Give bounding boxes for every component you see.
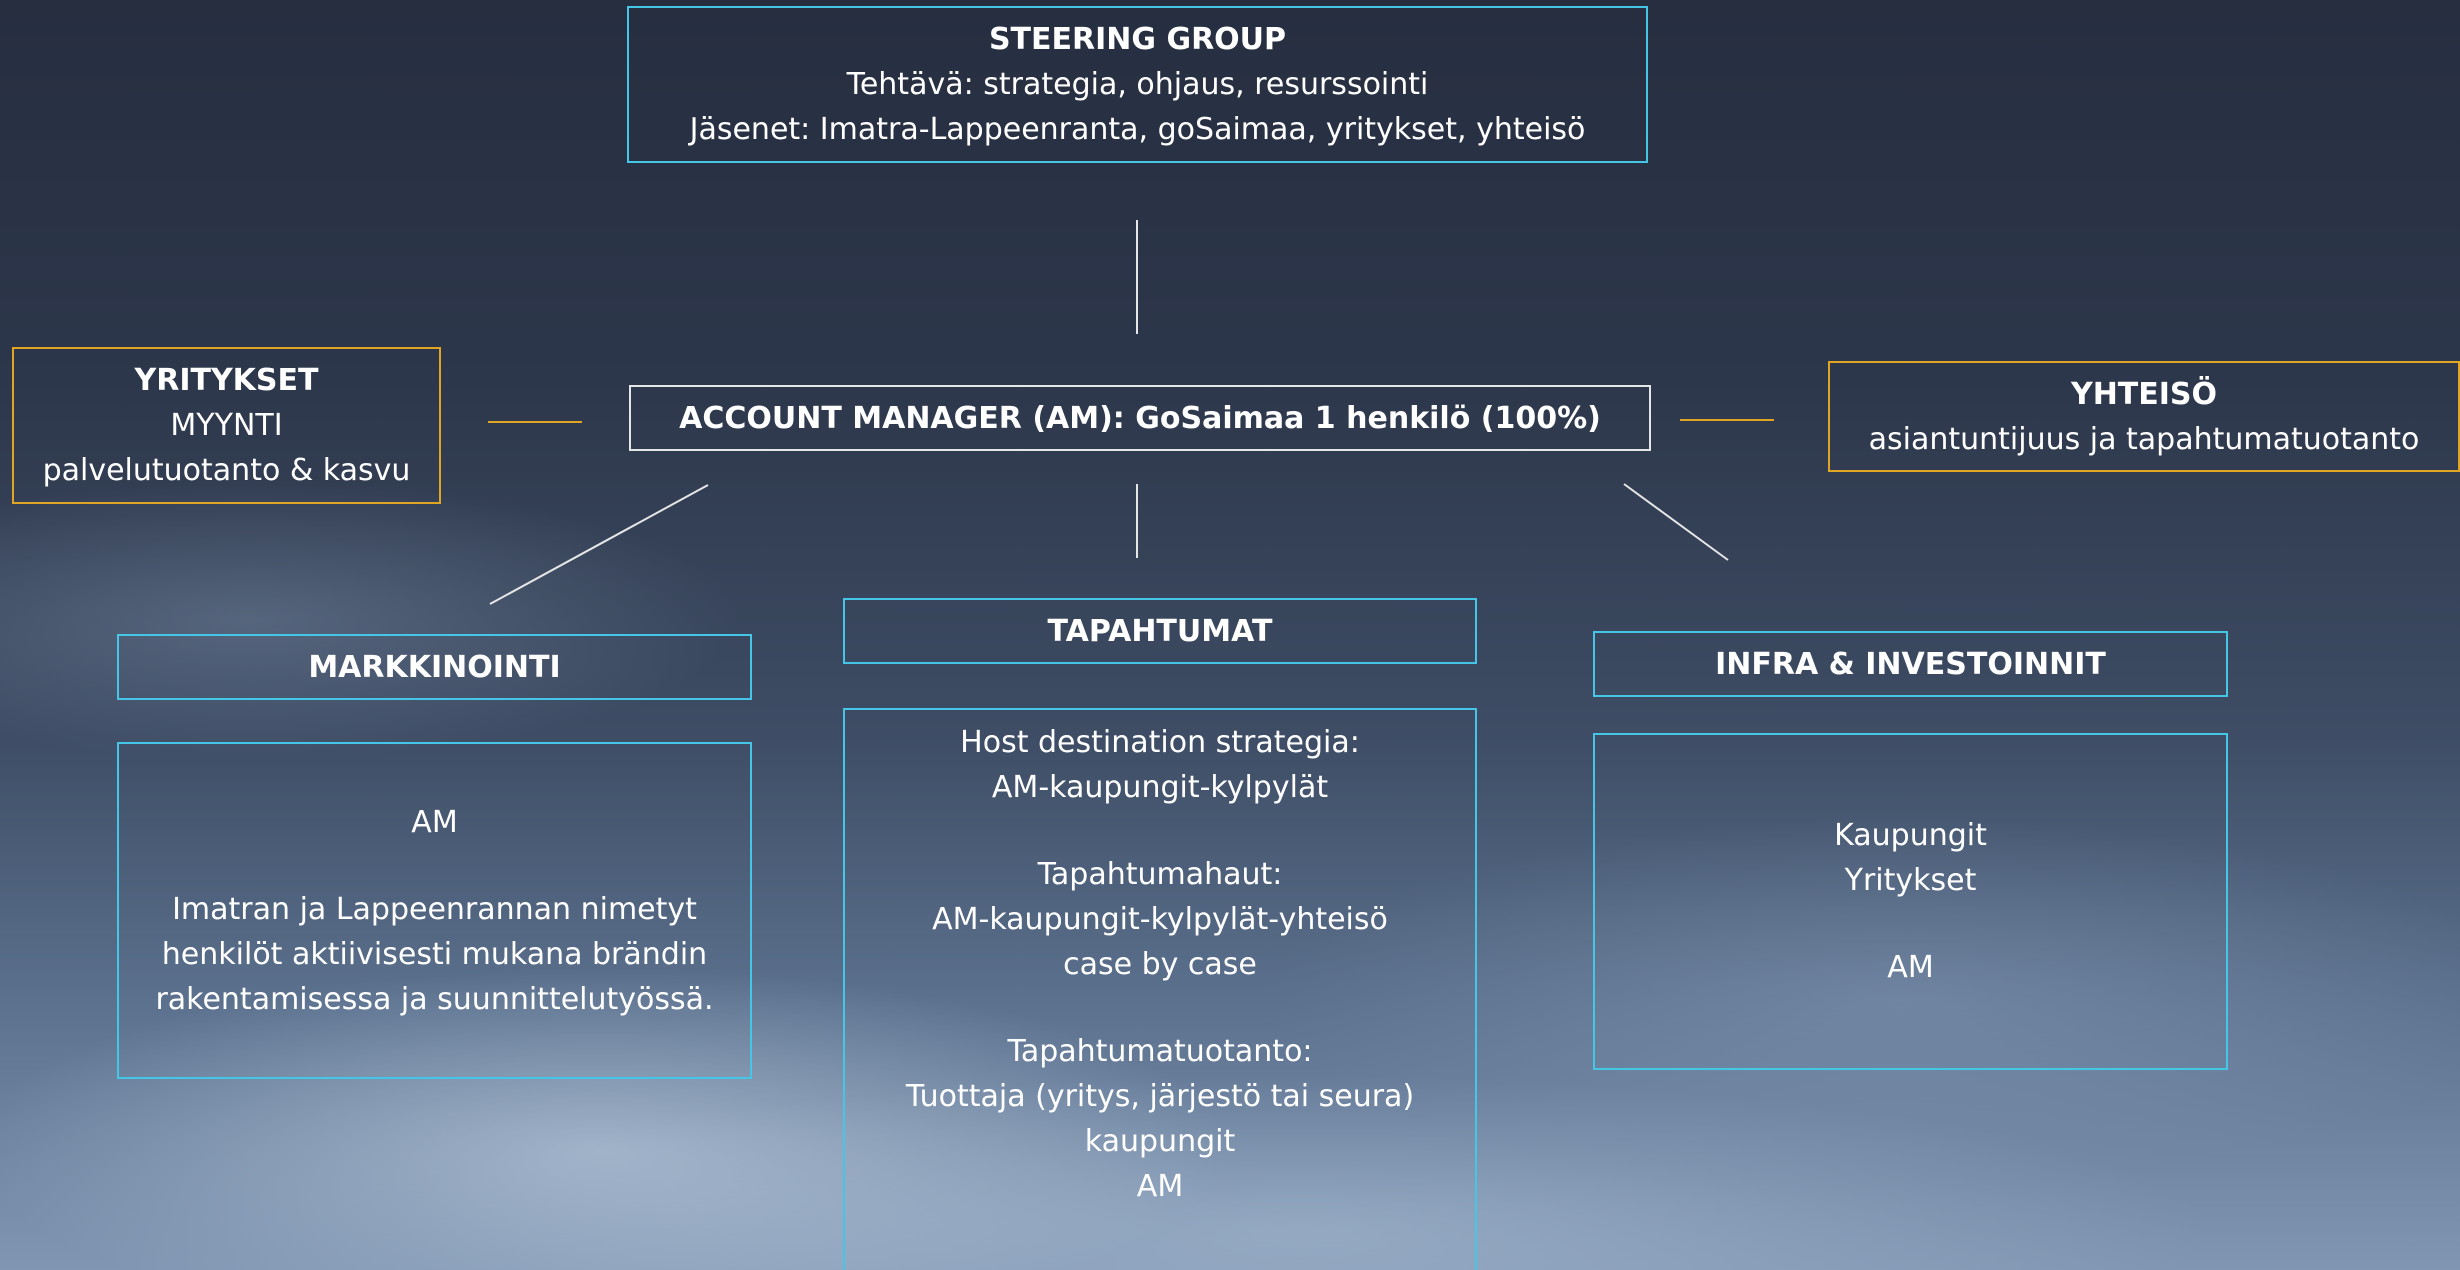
yritykset-box: YRITYKSET MYYNTI palvelutuotanto & kasvu <box>12 347 441 504</box>
infra-header-box: INFRA & INVESTOINNIT <box>1593 631 2228 697</box>
connector-am-to-markkinointi <box>489 484 709 605</box>
yhteiso-title: YHTEISÖ <box>2070 376 2218 412</box>
tapahtumat-tuotanto-line3: AM <box>1136 1169 1184 1204</box>
steering-group-task: Tehtävä: strategia, ohjaus, resurssointi <box>846 67 1429 102</box>
markkinointi-header-box: MARKKINOINTI <box>117 634 752 700</box>
tapahtumat-host-value: AM-kaupungit-kylpylät <box>991 770 1329 805</box>
steering-group-title: STEERING GROUP <box>988 22 1287 57</box>
infra-line2: Yritykset <box>1844 863 1977 898</box>
yritykset-line1: MYYNTI <box>170 408 283 443</box>
markkinointi-title: MARKKINOINTI <box>308 649 561 685</box>
yritykset-line2: palvelutuotanto & kasvu <box>42 453 411 488</box>
yritykset-title: YRITYKSET <box>134 363 319 398</box>
tapahtumat-haut-note: case by case <box>1063 947 1257 982</box>
infra-line1: Kaupungit <box>1834 818 1987 853</box>
yhteiso-line1: asiantuntijuus ja tapahtumatuotanto <box>1868 421 2420 457</box>
tapahtumat-haut-heading: Tapahtumahaut: <box>1037 857 1283 892</box>
tapahtumat-header-box: TAPAHTUMAT <box>843 598 1477 664</box>
connector-am-to-infra <box>1623 483 1729 561</box>
account-manager-label: ACCOUNT MANAGER (AM): GoSaimaa 1 henkilö… <box>679 400 1601 436</box>
account-manager-box: ACCOUNT MANAGER (AM): GoSaimaa 1 henkilö… <box>629 385 1651 451</box>
yhteiso-box: YHTEISÖ asiantuntijuus ja tapahtumatuota… <box>1828 361 2460 472</box>
markkinointi-line2: henkilöt aktiivisesti mukana brändin <box>161 936 708 972</box>
tapahtumat-tuotanto-heading: Tapahtumatuotanto: <box>1007 1034 1313 1069</box>
tapahtumat-title: TAPAHTUMAT <box>1047 613 1273 649</box>
markkinointi-line3: rakentamisessa ja suunnittelutyössä. <box>155 981 714 1017</box>
infra-line3: AM <box>1887 950 1934 985</box>
markkinointi-line1: Imatran ja Lappeenrannan nimetyt <box>172 891 697 927</box>
infra-body-box: Kaupungit Yritykset AM <box>1593 733 2228 1070</box>
tapahtumat-host-heading: Host destination strategia: <box>960 725 1360 760</box>
tapahtumat-body-box: Host destination strategia: AM-kaupungit… <box>843 708 1477 1270</box>
steering-group-members: Jäsenet: Imatra-Lappeenranta, goSaimaa, … <box>689 112 1586 147</box>
steering-group-box: STEERING GROUP Tehtävä: strategia, ohjau… <box>627 6 1648 163</box>
markkinointi-body-box: AM Imatran ja Lappeenrannan nimetyt henk… <box>117 742 752 1079</box>
tapahtumat-haut-value: AM-kaupungit-kylpylät-yhteisö <box>932 902 1388 937</box>
tapahtumat-tuotanto-line2: kaupungit <box>1084 1124 1236 1159</box>
infra-title: INFRA & INVESTOINNIT <box>1715 646 2106 682</box>
tapahtumat-tuotanto-line1: Tuottaja (yritys, järjestö tai seura) <box>905 1079 1415 1114</box>
markkinointi-am: AM <box>411 804 458 840</box>
